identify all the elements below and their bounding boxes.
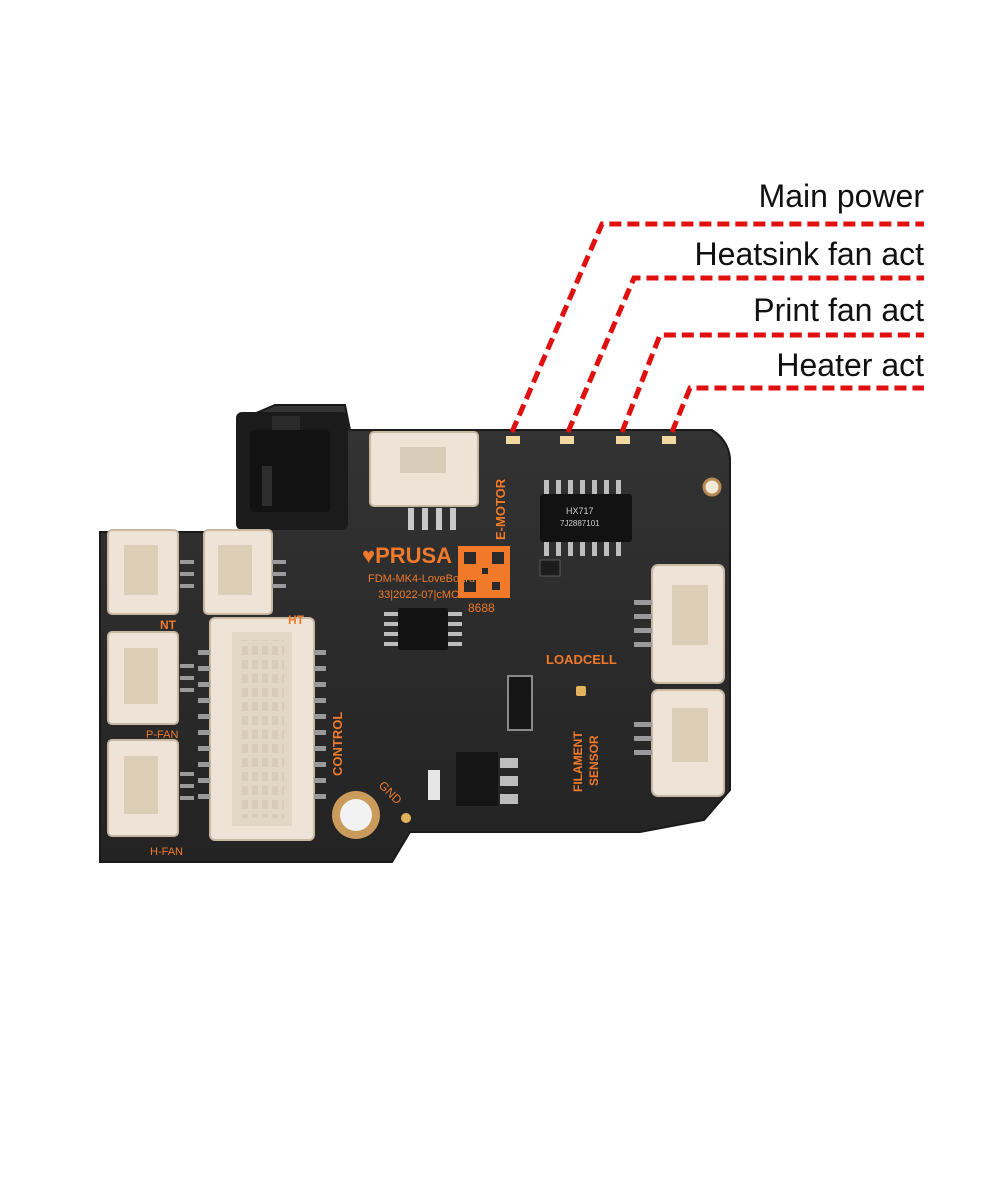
chip-marking-top: HX717: [566, 506, 594, 516]
callout-line-print-fan: [619, 332, 924, 433]
connector-pins-left: [180, 560, 286, 800]
callout-label-print-fan: Print fan act: [753, 292, 924, 328]
filament-sensor-connector: [634, 689, 725, 797]
label-ht: HT: [288, 613, 305, 627]
loadcell-connector: [634, 564, 725, 684]
callout-label-heatsink-fan: Heatsink fan act: [694, 236, 924, 272]
label-e-motor: E-MOTOR: [493, 478, 508, 540]
black-connector: [236, 412, 348, 530]
led-d1: [506, 436, 520, 444]
diode-d7: [507, 675, 533, 731]
mounting-hole-right: [702, 477, 722, 497]
led-d4: [616, 436, 630, 444]
board-model: FDM-MK4-LoveBoard: [368, 573, 475, 585]
callout-line-heater: [669, 385, 924, 433]
j14-connector: [203, 529, 273, 615]
e-motor-connector: [369, 431, 479, 530]
label-p-fan: P-FAN: [146, 729, 178, 741]
ht-control-connector: [198, 617, 326, 841]
label-filament: FILAMENT: [571, 731, 585, 792]
prusa-logo: ♥PRUSA: [362, 543, 452, 568]
capacitor-c16: [539, 559, 561, 577]
regulator-u1: [428, 752, 518, 806]
led-d6: [662, 436, 676, 444]
via-pad: [401, 813, 411, 823]
label-h-fan: H-FAN: [150, 846, 183, 858]
p-fan-connector: [107, 631, 179, 725]
eight-pin-chip: [384, 608, 462, 650]
led-d3: [560, 436, 574, 444]
label-control: CONTROL: [330, 712, 345, 776]
label-sensor: SENSOR: [587, 735, 601, 786]
callout-line-main-power: [509, 221, 924, 433]
small-pad: [576, 686, 586, 696]
nt-connector: [107, 529, 179, 615]
gnd-mounting-hole: [332, 791, 380, 839]
hx717-chip: [540, 480, 632, 556]
label-loadcell: LOADCELL: [546, 652, 617, 667]
callout-line-heatsink-fan: [565, 275, 924, 433]
chip-marking-bottom: 7J2887101: [560, 519, 600, 528]
callout-label-main-power: Main power: [758, 178, 924, 214]
label-nt: NT: [160, 618, 177, 632]
board-number: 8688: [468, 601, 495, 615]
callout-label-heater: Heater act: [776, 347, 924, 383]
h-fan-connector: [107, 739, 179, 837]
board-date: 33|2022-07|cMC: [378, 589, 459, 601]
led-row: [506, 436, 676, 444]
callout-lines: [509, 221, 924, 433]
qr-code: [458, 546, 510, 598]
